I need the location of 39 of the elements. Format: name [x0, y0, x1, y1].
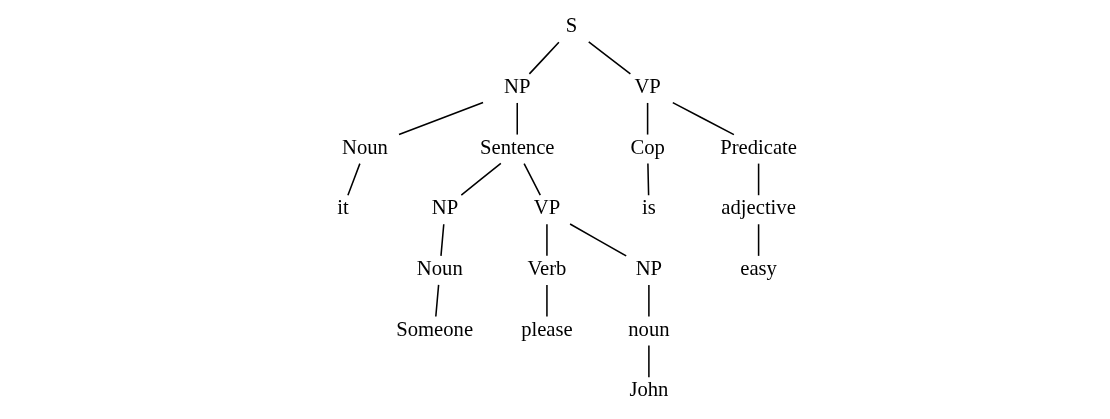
node-text: NP	[635, 257, 663, 280]
connector	[648, 284, 650, 318]
node-text: John	[629, 378, 669, 401]
node-text: Noun	[342, 135, 388, 158]
connector	[516, 102, 519, 136]
connector	[460, 162, 502, 196]
node-text: Cop	[630, 135, 665, 158]
node-text: noun	[628, 317, 670, 340]
node-text: Verb	[527, 257, 567, 280]
node-text: easy	[740, 257, 777, 280]
node-text: it	[337, 196, 349, 219]
connector	[546, 223, 548, 257]
connector	[569, 223, 627, 257]
node-text: Noun	[416, 257, 463, 280]
connector	[398, 101, 484, 136]
node-text: VP	[533, 196, 561, 219]
node-text: S	[565, 14, 578, 37]
connector	[546, 284, 548, 318]
node-text: adjective	[721, 196, 796, 219]
connector	[528, 41, 560, 75]
connector	[347, 162, 361, 196]
connector	[440, 223, 445, 257]
connector	[648, 344, 650, 378]
connector	[647, 162, 650, 196]
node-text: Predicate	[720, 135, 797, 158]
connector	[523, 162, 542, 196]
connector	[646, 102, 649, 136]
connector	[757, 162, 760, 196]
node-text: VP	[634, 75, 661, 98]
node-text: NP	[431, 196, 459, 219]
connector	[757, 223, 760, 257]
connector	[587, 41, 632, 75]
node-text: Someone	[396, 317, 474, 340]
node-text: is	[642, 196, 656, 219]
node-text: NP	[504, 75, 531, 98]
connector	[435, 284, 440, 318]
node-text: Sentence	[480, 135, 555, 158]
connector	[672, 101, 735, 136]
node-text: please	[521, 317, 573, 340]
